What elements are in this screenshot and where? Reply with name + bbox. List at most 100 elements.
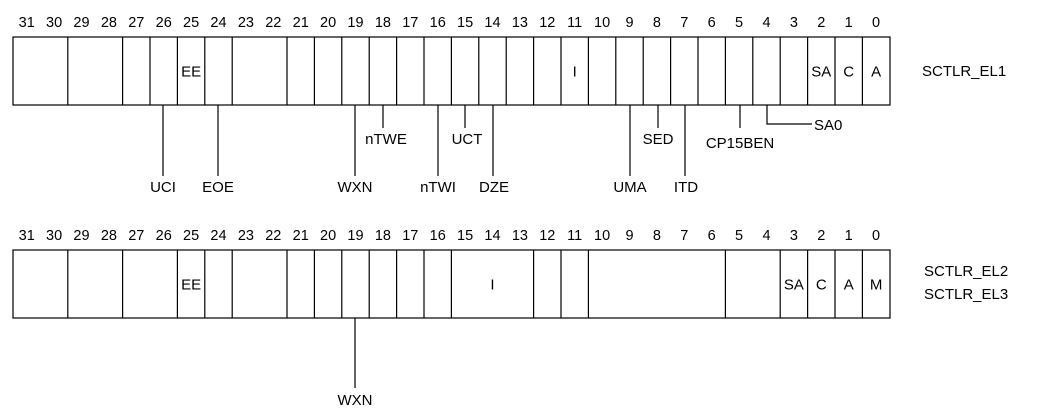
field-label-i: I [573, 64, 577, 81]
bit-number: 2 [817, 228, 825, 244]
bit-number: 6 [708, 15, 716, 31]
bit-number: 20 [320, 228, 336, 244]
bit-number: 27 [128, 228, 144, 244]
bit-number: 5 [735, 15, 743, 31]
bit-number: 14 [484, 15, 500, 31]
bit-number: 26 [156, 228, 172, 244]
bit-number: 9 [625, 228, 633, 244]
bit-number: 15 [457, 228, 473, 244]
bit-number: 21 [293, 228, 309, 244]
bit-number: 16 [430, 228, 446, 244]
callout-line [766, 105, 812, 125]
bit-number: 25 [183, 15, 199, 31]
bit-number: 19 [347, 15, 363, 31]
callout-label-sed: SED [643, 131, 674, 148]
field-callouts: WXN [338, 318, 373, 409]
bit-number: 3 [790, 228, 798, 244]
field-label-ee: EE [181, 277, 201, 294]
bit-number: 22 [265, 15, 281, 31]
bit-number: 23 [238, 15, 254, 31]
bit-number: 29 [73, 15, 89, 31]
bit-number: 26 [156, 15, 172, 31]
bit-number: 31 [19, 228, 35, 244]
callout-label-itd: ITD [674, 179, 698, 196]
callout-label-uct: UCT [452, 131, 483, 148]
bit-number: 11 [567, 228, 582, 244]
callout-label-ntwi: nTWI [420, 179, 456, 196]
callout-label-wxn: WXN [338, 392, 373, 409]
register-name-sctlr-el1: SCTLR_EL1 [922, 63, 1006, 80]
bit-number: 12 [539, 15, 555, 31]
bit-number: 4 [762, 15, 770, 31]
bit-number: 31 [19, 15, 35, 31]
field-label-i: I [490, 277, 494, 294]
register-name-sctlr-el2: SCTLR_EL2 [924, 263, 1008, 280]
bit-number: 18 [375, 15, 391, 31]
bit-number: 9 [625, 15, 633, 31]
callout-label-wxn: WXN [338, 179, 373, 196]
bit-number: 14 [484, 228, 500, 244]
field-callouts: UCI EOE WXN nTWE nTWI UCT DZE UMA SED [150, 105, 842, 196]
field-label-c: C [843, 64, 854, 81]
bit-number: 21 [293, 15, 309, 31]
bit-number: 12 [539, 228, 555, 244]
bit-number: 24 [210, 15, 226, 31]
bit-number: 6 [708, 228, 716, 244]
bit-number: 17 [402, 15, 418, 31]
bit-number: 10 [594, 15, 610, 31]
bit-number: 19 [347, 228, 363, 244]
field-label-a: A [871, 64, 881, 81]
bit-number: 27 [128, 15, 144, 31]
bit-number: 1 [845, 15, 853, 31]
bit-number: 8 [653, 15, 661, 31]
field-label-sa: SA [811, 64, 831, 81]
bit-number: 11 [567, 15, 582, 31]
bit-number: 5 [735, 228, 743, 244]
callout-label-uci: UCI [150, 179, 176, 196]
bit-number: 25 [183, 228, 199, 244]
bit-number: 20 [320, 15, 336, 31]
bit-number: 22 [265, 228, 281, 244]
bit-number: 7 [680, 228, 688, 244]
bit-number: 24 [210, 228, 226, 244]
callout-label-sa0: SA0 [814, 117, 842, 134]
bit-number: 13 [512, 228, 528, 244]
bit-number: 10 [594, 228, 610, 244]
bit-number: 3 [790, 15, 798, 31]
callout-label-uma: UMA [613, 179, 646, 196]
bit-number: 15 [457, 15, 473, 31]
register-name-sctlr-el3: SCTLR_EL3 [924, 286, 1008, 303]
bit-number: 4 [762, 228, 770, 244]
callout-label-eoe: EOE [202, 179, 234, 196]
bit-number: 16 [430, 15, 446, 31]
bit-number: 2 [817, 15, 825, 31]
field-label-sa: SA [784, 277, 804, 294]
bit-number: 23 [238, 228, 254, 244]
callout-label-cp15ben: CP15BEN [706, 135, 774, 152]
bit-number: 29 [73, 228, 89, 244]
bit-number: 28 [101, 15, 117, 31]
bit-number: 30 [46, 228, 62, 244]
callout-label-ntwe: nTWE [365, 131, 407, 148]
callout-label-dze: DZE [479, 179, 509, 196]
bit-number: 1 [845, 228, 853, 244]
bit-number: 7 [680, 15, 688, 31]
field-label-ee: EE [181, 64, 201, 81]
bit-number: 13 [512, 15, 528, 31]
field-label-c: C [816, 277, 827, 294]
field-label-a: A [844, 277, 854, 294]
bit-number: 28 [101, 228, 117, 244]
bit-number: 17 [402, 228, 418, 244]
bit-number: 0 [872, 15, 880, 31]
bit-number: 18 [375, 228, 391, 244]
bit-number: 0 [872, 228, 880, 244]
bit-number: 8 [653, 228, 661, 244]
bit-number: 30 [46, 15, 62, 31]
